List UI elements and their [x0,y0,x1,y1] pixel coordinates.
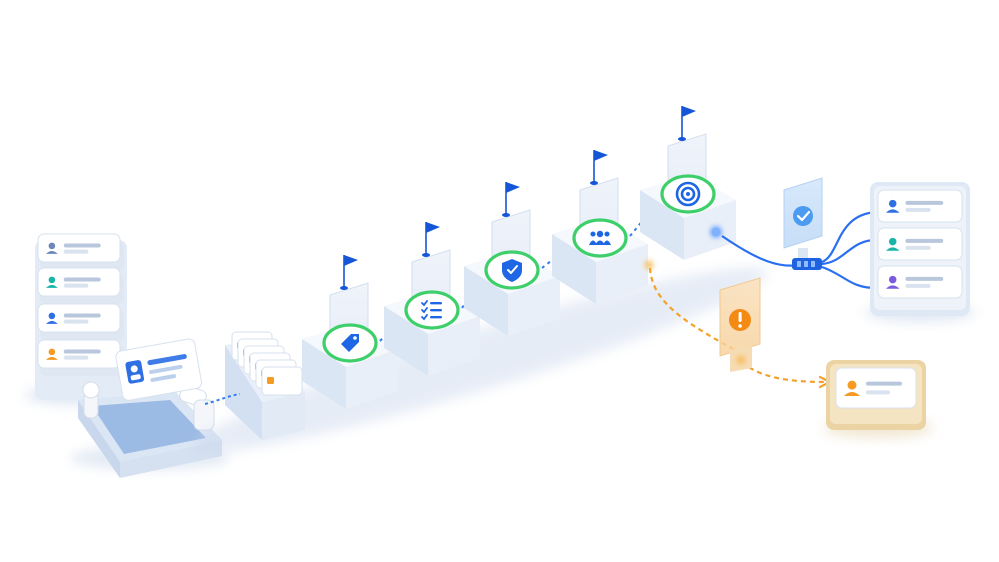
user-icon [46,276,58,288]
stage-shield [464,182,560,336]
output-tray [865,182,975,322]
flagged-tray [823,360,933,438]
user-icon [886,199,900,213]
stage-checklist [384,222,480,376]
user-icon [46,348,58,360]
input-card [37,303,121,333]
stage-team [552,150,648,304]
target-icon [675,181,701,207]
user-icon [886,237,900,251]
stage-tag [302,255,398,409]
warning-panel [719,277,761,372]
flag-icon [506,182,520,193]
team-icon [589,230,611,245]
user-icon [844,380,860,396]
flag-icon [682,106,696,117]
user-icon [46,312,58,324]
input-card [37,339,121,369]
flagged-branch [645,261,832,389]
tray-link [204,393,241,405]
sorter-box [225,331,305,440]
held-id-card [115,338,203,401]
output-card [877,227,963,261]
flagged-card [835,367,917,409]
flag-icon [344,255,358,266]
shield-check-icon [502,259,522,282]
tag-icon [341,334,359,352]
input-card [37,267,121,297]
approved-branch [711,177,877,290]
exclamation-icon [738,312,742,322]
user-icon [886,275,900,289]
intake-tray [70,338,230,478]
check-icon [796,210,811,222]
flag-icon [426,222,440,233]
input-card-stack [25,233,135,405]
stage-target [640,106,736,260]
user-icon [46,242,58,254]
pipeline-track [192,106,768,453]
sorter-card [261,366,303,396]
output-card [877,265,963,299]
robot-arm [82,381,215,431]
output-card [877,189,963,223]
checklist-icon [421,300,442,321]
flag-icon [594,150,608,161]
input-card [37,233,121,263]
splitter-hub [792,258,822,270]
approved-panel [783,177,823,266]
